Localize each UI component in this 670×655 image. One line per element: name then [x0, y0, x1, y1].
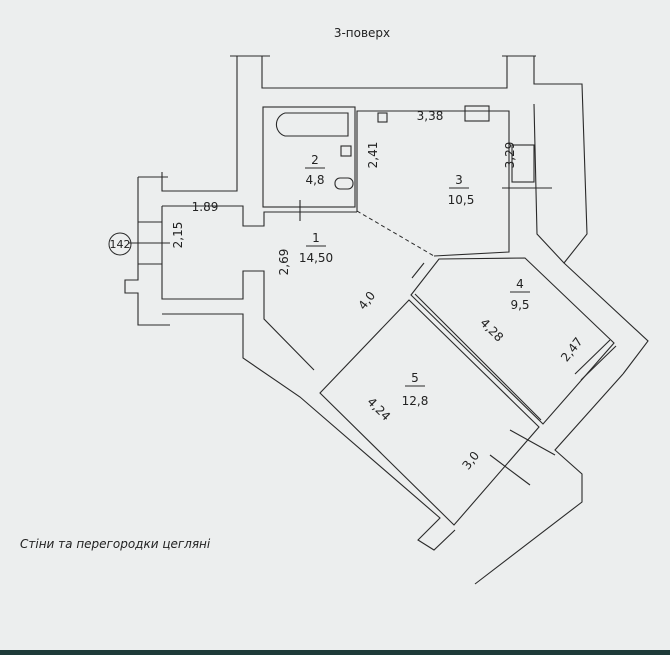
dim-room5-side: 4,24: [364, 395, 393, 424]
bathtub-icon: [275, 112, 349, 137]
room-5-number: 5: [411, 371, 419, 385]
walls: [124, 55, 649, 585]
room-2-area: 4,8: [305, 173, 324, 187]
dim-bath-side: 2,41: [366, 142, 380, 169]
room-1-number: 1: [312, 231, 320, 245]
apartment-number-badge: 142: [108, 232, 132, 256]
bottom-bar: [0, 650, 670, 655]
toilet-icon: [334, 177, 354, 190]
dim-kitchen-width: 3,38: [417, 109, 444, 123]
room-4-area: 9,5: [510, 298, 529, 312]
stove-icon: [464, 105, 490, 122]
room-3-number: 3: [455, 173, 463, 187]
room-4-number: 4: [516, 277, 524, 291]
kitchen-window: [511, 144, 535, 183]
dim-room4-side: 4,28: [477, 316, 506, 345]
walls-caption: Стіни та перегородки цегляні: [20, 537, 211, 551]
room-1-area: 14,50: [299, 251, 333, 265]
vent-icon: [377, 112, 388, 123]
floor-title: 3-поверх: [334, 26, 390, 40]
dim-room5-window: 3,0: [459, 449, 482, 473]
dim-room1-side: 2,69: [277, 249, 291, 276]
room-2-number: 2: [311, 153, 319, 167]
dim-room5-top: 4,0: [355, 289, 378, 313]
dim-hall-depth: 2,15: [171, 222, 185, 249]
apartment-number: 142: [110, 238, 131, 251]
sink-icon: [340, 145, 352, 157]
room-3-area: 10,5: [448, 193, 475, 207]
dim-kitchen-side: 3,29: [503, 142, 517, 169]
room-5-area: 12,8: [402, 394, 429, 408]
dim-hall-width: 1.89: [192, 200, 219, 214]
dim-room4-window: 2,47: [558, 335, 585, 365]
